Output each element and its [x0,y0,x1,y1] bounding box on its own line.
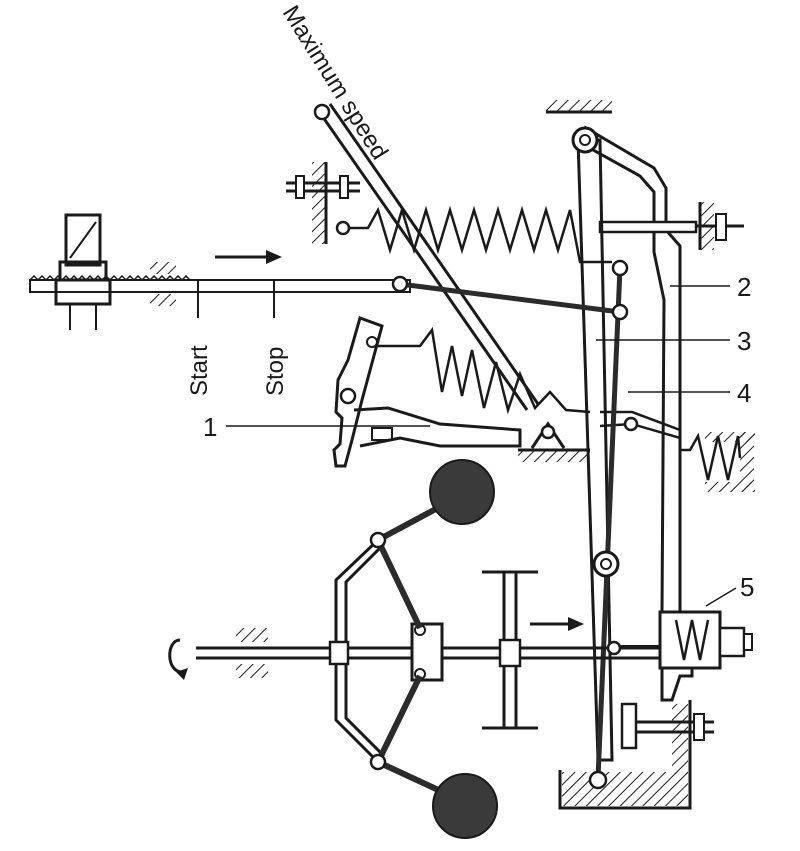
lever-4-tension-lever [599,410,682,440]
leader-lines [226,285,737,607]
lower-adjusting-screw [620,702,714,750]
governor-sleeve [410,622,444,682]
lower-flyweight [432,773,498,839]
lever-3-guide-lever [571,126,614,762]
top-right-pivot-support [546,100,612,114]
base-pivot [530,421,566,449]
label-4: 4 [737,378,751,408]
right-spring-housing [705,432,755,492]
lever-2-stop-screw [598,213,744,241]
lever-1-pump-lever [332,316,522,468]
maximum-speed-lever [313,103,540,411]
flyweight-frame [328,538,386,764]
label-5: 5 [740,572,754,602]
label-3: 3 [737,326,751,356]
stop-label: Stop [262,347,289,396]
label-2: 2 [737,272,751,302]
rack-bearing-support [150,262,176,306]
shaft-bearing [236,628,268,678]
pump-pinion [54,213,112,330]
start-label: Start [186,345,213,396]
connecting-links [391,259,629,790]
rack-motion-arrow [215,250,282,264]
upper-adjusting-screw [286,175,360,199]
maximum-speed-label: Maximum speed [277,1,393,165]
item-5-bumper-spring-assembly [606,610,753,670]
upper-flyweight [429,459,495,525]
upper-spring-anchor-wall [312,162,328,244]
label-1: 1 [203,412,217,442]
rotation-direction-icon [168,638,188,680]
main-governor-spring [340,205,612,264]
control-rack [29,274,411,293]
idle-spring [378,326,591,415]
base-pivot-ground [518,448,590,462]
right-spring [680,432,742,481]
shaft-thrust-arrow [530,617,584,631]
sliding-collar [482,570,538,730]
